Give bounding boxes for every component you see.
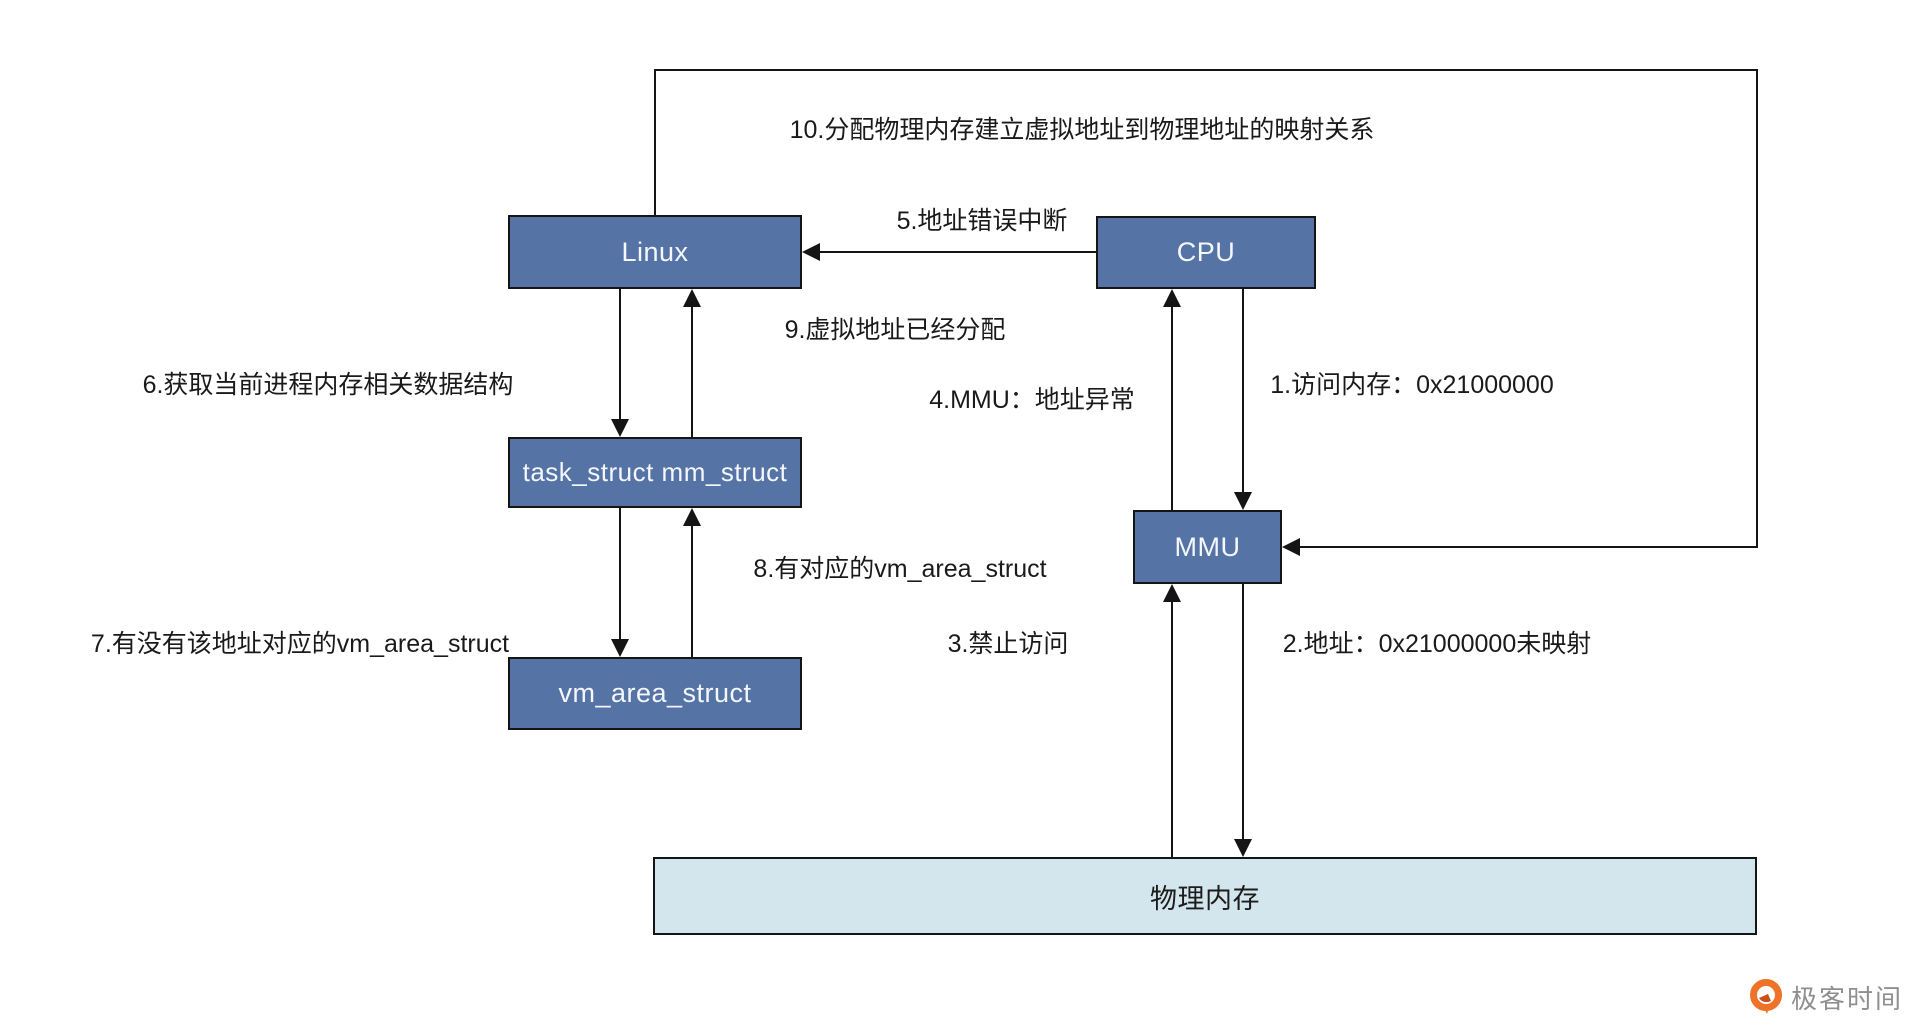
edge-label-5: 5.地址错误中断	[896, 207, 1068, 235]
edge-2-segment	[1242, 584, 1244, 841]
edge-7-arrowhead	[611, 639, 629, 657]
edge-8-segment	[691, 524, 693, 657]
edge-label-1: 1.访问内存：0x21000000	[1270, 371, 1554, 399]
edge-4-arrowhead	[1163, 289, 1181, 307]
edge-9-arrowhead	[683, 289, 701, 307]
edge-3-segment	[1171, 600, 1173, 857]
edge-1-arrowhead	[1234, 492, 1252, 510]
edge-label-4: 4.MMU：地址异常	[929, 386, 1135, 414]
geektime-logo-icon	[1748, 978, 1784, 1016]
edge-10-left-segment	[654, 69, 656, 217]
node-mmu: MMU	[1133, 510, 1282, 584]
edge-label-3: 3.禁止访问	[947, 630, 1069, 658]
node-vm-area-struct: vm_area_struct	[508, 657, 802, 730]
edge-2-arrowhead	[1234, 839, 1252, 857]
node-physical-memory: 物理内存	[653, 857, 1757, 935]
edge-10-into-mmu-segment	[1297, 546, 1757, 548]
edge-8-arrowhead	[683, 508, 701, 526]
edge-5-arrowhead	[802, 243, 820, 261]
edge-label-6: 6.获取当前进程内存相关数据结构	[142, 371, 514, 399]
edge-10-arrowhead	[1282, 538, 1300, 556]
edge-7-segment	[619, 508, 621, 643]
edge-label-7: 7.有没有该地址对应的vm_area_struct	[90, 630, 510, 658]
edge-label-8: 8.有对应的vm_area_struct	[753, 555, 1047, 583]
edge-9-segment	[691, 305, 693, 437]
edge-6-segment	[619, 289, 621, 423]
edge-5-segment	[817, 251, 1097, 253]
edge-label-2: 2.地址：0x21000000未映射	[1282, 630, 1592, 658]
edge-10-top-segment	[654, 69, 1758, 71]
edge-10-right-segment	[1756, 69, 1758, 548]
edge-6-arrowhead	[611, 419, 629, 437]
edge-label-9: 9.虚拟地址已经分配	[784, 316, 1006, 344]
edge-1-segment	[1242, 289, 1244, 494]
node-linux: Linux	[508, 215, 802, 289]
edge-4-segment	[1171, 305, 1173, 510]
node-task-struct-mm-struct: task_struct mm_struct	[508, 437, 802, 508]
edge-label-10: 10.分配物理内存建立虚拟地址到物理地址的映射关系	[789, 116, 1375, 144]
node-cpu: CPU	[1096, 216, 1316, 289]
geektime-logo: 极客时间	[1748, 978, 1903, 1016]
edge-3-arrowhead	[1163, 584, 1181, 602]
geektime-logo-text: 极客时间	[1791, 983, 1904, 1014]
